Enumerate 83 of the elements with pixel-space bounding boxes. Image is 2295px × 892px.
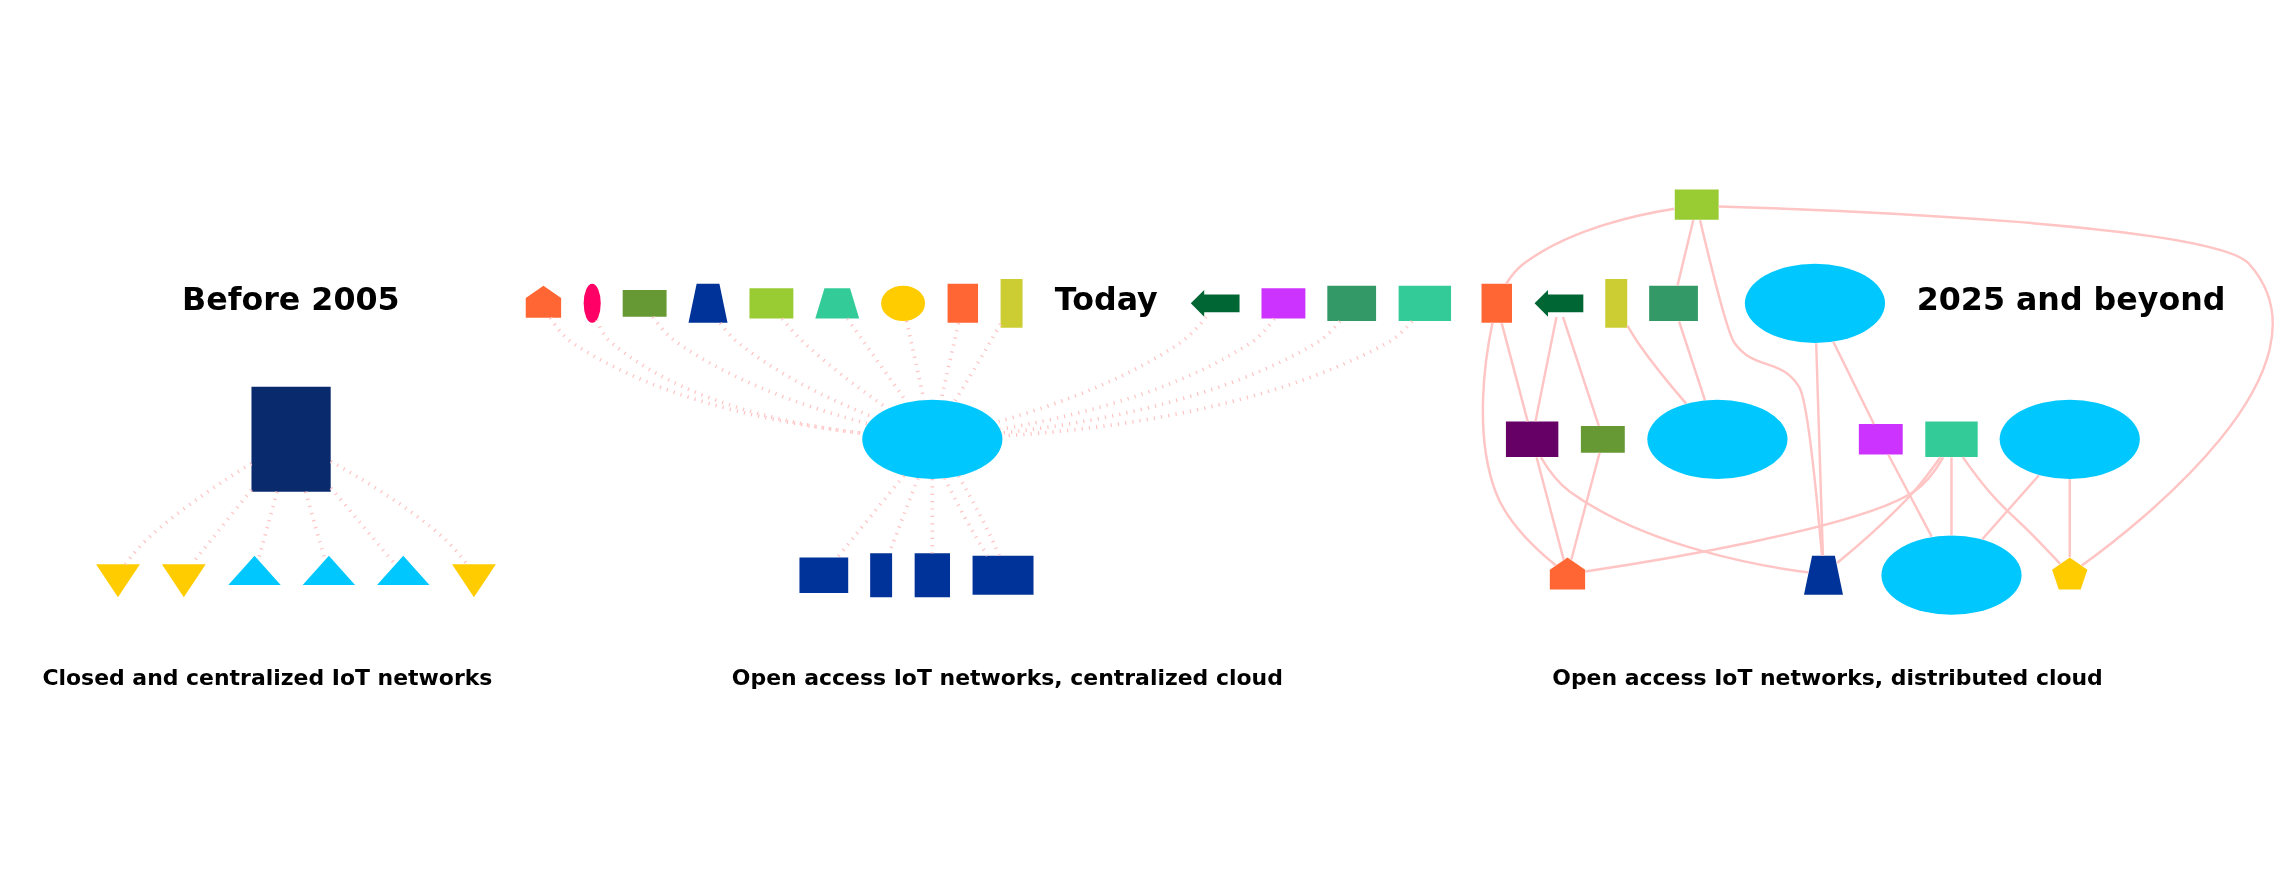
node-antenna [452, 564, 496, 598]
label: Open access IoT networks, distributed cloud [1552, 664, 2103, 690]
node-airplane [302, 555, 356, 585]
connector [1981, 474, 2040, 541]
node-cloud [862, 399, 1003, 479]
node-speaker [525, 285, 562, 318]
connector [1677, 321, 1707, 401]
connector [943, 477, 989, 557]
node-antenna [161, 564, 206, 598]
node-cloud [1647, 399, 1788, 479]
connector [329, 459, 469, 566]
node-chip [947, 283, 979, 323]
connector [1814, 343, 1825, 556]
node-microphone [583, 283, 601, 323]
node-airplane [377, 555, 430, 585]
label: Today [1054, 280, 1158, 317]
connector [1561, 316, 1600, 427]
node-truck [1925, 421, 1978, 457]
node-tag [2052, 557, 2088, 590]
label: 2025 and beyond [1916, 280, 2226, 317]
connector [904, 320, 926, 401]
label: Open access IoT networks, centralized cloud [731, 664, 1283, 690]
node-truck [1398, 285, 1452, 322]
node-server [251, 386, 331, 492]
node-camera [1580, 425, 1625, 453]
node-pulse [1534, 289, 1584, 317]
node-car [749, 288, 794, 319]
node-monitor [1649, 285, 1698, 322]
connector [329, 486, 397, 566]
connector [1676, 219, 1695, 286]
connector [1001, 320, 1342, 435]
connector [1539, 456, 1809, 574]
connector [1585, 456, 1945, 573]
node-sliders [1858, 424, 1903, 455]
node-bag [688, 283, 728, 323]
connector [995, 315, 1208, 425]
connector [1535, 457, 1565, 561]
node-camera [622, 289, 667, 317]
connector [1832, 341, 1875, 425]
connector [1626, 325, 1688, 405]
node-car [1674, 189, 1719, 220]
connector [1002, 320, 1414, 438]
node-monitor [1327, 285, 1377, 322]
node-cloud [1881, 535, 2022, 615]
connector [651, 316, 869, 426]
node-phone [870, 553, 893, 598]
connector [930, 479, 935, 554]
node-speaker [1549, 557, 1586, 590]
node-cart [815, 288, 860, 319]
node-truck [1505, 421, 1559, 457]
connector [1698, 219, 1824, 556]
connector [835, 474, 906, 559]
node-cloud [1744, 263, 1886, 343]
connector [953, 323, 1003, 403]
node-thermometer [1000, 279, 1023, 328]
node-antenna [96, 564, 140, 598]
connector [1718, 205, 2274, 567]
node-monitor [799, 557, 849, 593]
connector [1481, 322, 1557, 567]
node-airplane [228, 555, 281, 585]
connector [1950, 457, 1953, 536]
connector [1961, 456, 2062, 565]
node-chip [1481, 283, 1512, 323]
connector [1887, 454, 1933, 538]
connector [123, 462, 253, 566]
connector [1534, 316, 1558, 422]
node-sliders [1261, 288, 1306, 319]
label: Closed and centralized IoT networks [42, 664, 493, 690]
node-gauge [881, 285, 925, 322]
connector [1505, 207, 1675, 285]
connector [957, 475, 1001, 557]
connector [1500, 322, 1529, 422]
node-cloud [1999, 399, 2140, 479]
node-pulse [1190, 289, 1240, 317]
connector [1570, 452, 1601, 561]
node-bag [1804, 555, 1843, 595]
connector [1836, 456, 1942, 564]
node-laptop [972, 555, 1034, 595]
label: Before 2005 [181, 280, 400, 317]
connector [1000, 317, 1276, 431]
node-thermometer [1605, 279, 1628, 328]
node-tablet [914, 553, 950, 598]
connector [2068, 479, 2071, 558]
